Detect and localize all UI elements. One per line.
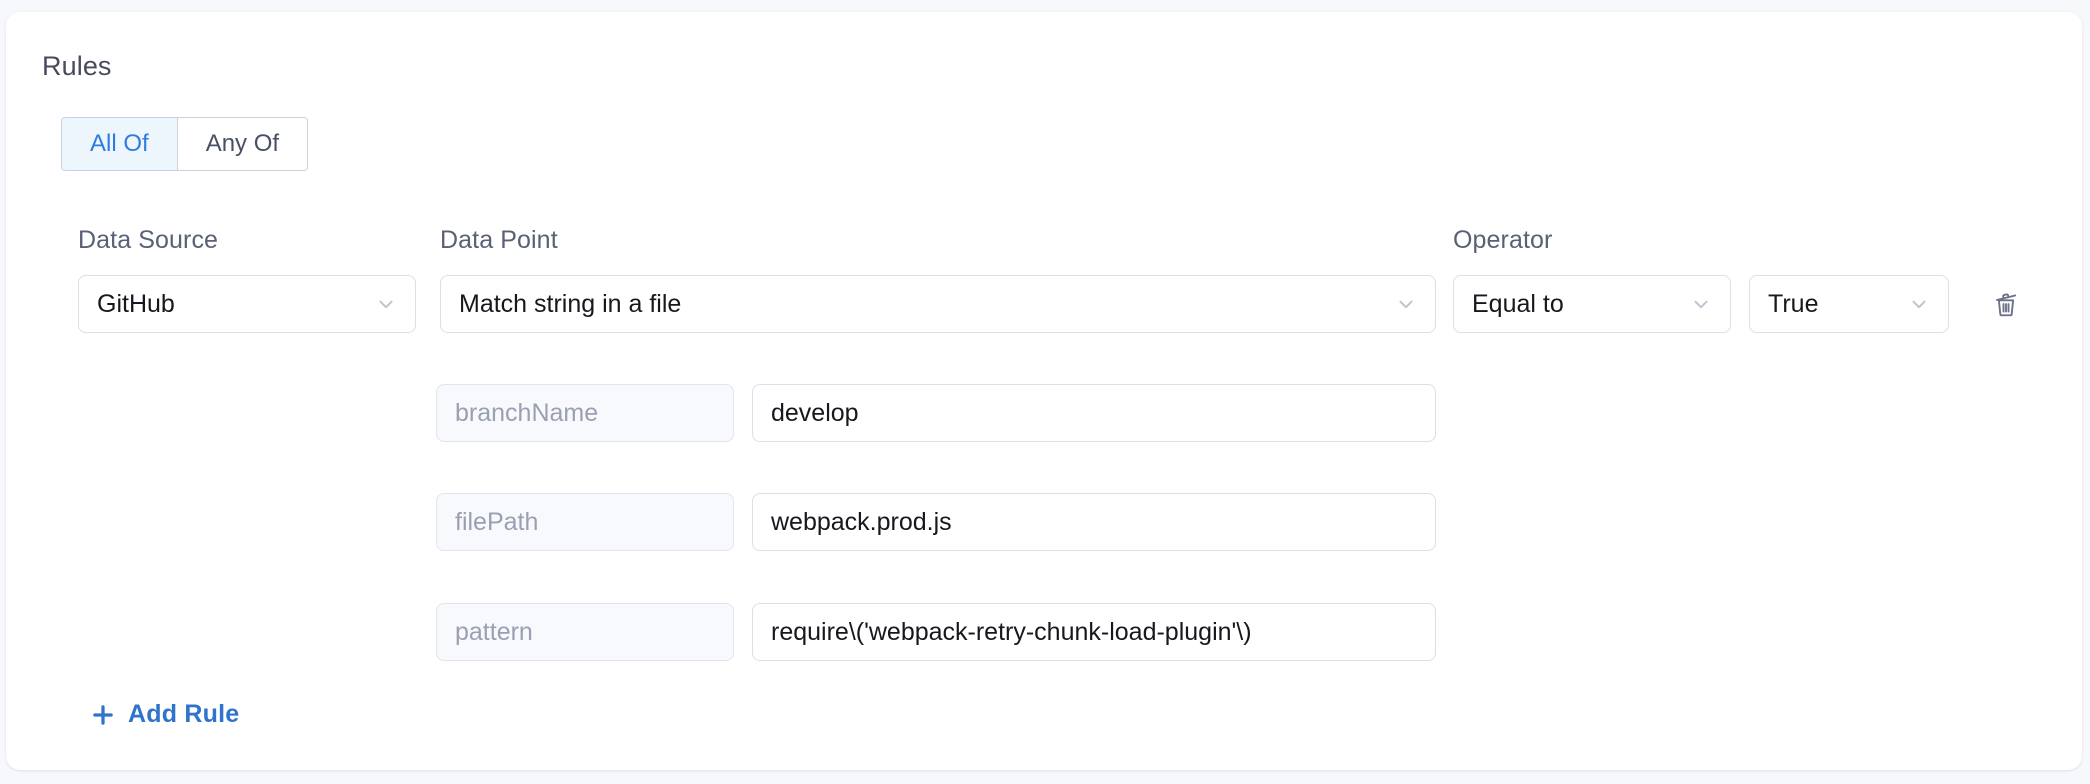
add-rule-label: Add Rule xyxy=(128,700,240,728)
param-key-input[interactable]: branchName xyxy=(436,384,734,442)
chevron-down-icon xyxy=(1395,293,1417,315)
data-source-select-value: GitHub xyxy=(97,289,175,318)
param-value-input[interactable]: develop xyxy=(752,384,1436,442)
add-rule-button[interactable]: Add Rule xyxy=(90,700,239,729)
data-point-label: Data Point xyxy=(440,226,558,254)
data-source-label: Data Source xyxy=(78,226,219,254)
data-point-select-value: Match string in a file xyxy=(459,289,682,318)
param-key-input[interactable]: filePath xyxy=(436,493,734,551)
chevron-down-icon xyxy=(1690,293,1712,315)
trash-icon xyxy=(1991,290,2021,320)
param-key-input[interactable]: pattern xyxy=(436,603,734,661)
param-value-input[interactable]: webpack.prod.js xyxy=(752,493,1436,551)
operator-value-select-value: True xyxy=(1768,289,1819,318)
page-title: Rules xyxy=(42,51,112,81)
chevron-down-icon xyxy=(1908,293,1930,315)
match-mode-segmented-control[interactable]: All Of Any Of xyxy=(61,117,309,171)
operator-value-select[interactable]: True xyxy=(1749,275,1949,333)
operator-select[interactable]: Equal to xyxy=(1453,275,1731,333)
chevron-down-icon xyxy=(375,293,397,315)
delete-rule-button[interactable] xyxy=(1982,282,2030,328)
operator-select-value: Equal to xyxy=(1472,289,1564,318)
data-point-select[interactable]: Match string in a file xyxy=(440,275,1436,333)
match-mode-all-of-button[interactable]: All Of xyxy=(62,118,177,170)
plus-icon xyxy=(90,702,116,728)
operator-label: Operator xyxy=(1453,226,1553,254)
rules-card: Rules All Of Any Of Data Source Data Poi… xyxy=(6,12,2082,770)
match-mode-any-of-button[interactable]: Any Of xyxy=(176,118,308,170)
data-source-select[interactable]: GitHub xyxy=(78,275,416,333)
param-value-input[interactable]: require\('webpack-retry-chunk-load-plugi… xyxy=(752,603,1436,661)
